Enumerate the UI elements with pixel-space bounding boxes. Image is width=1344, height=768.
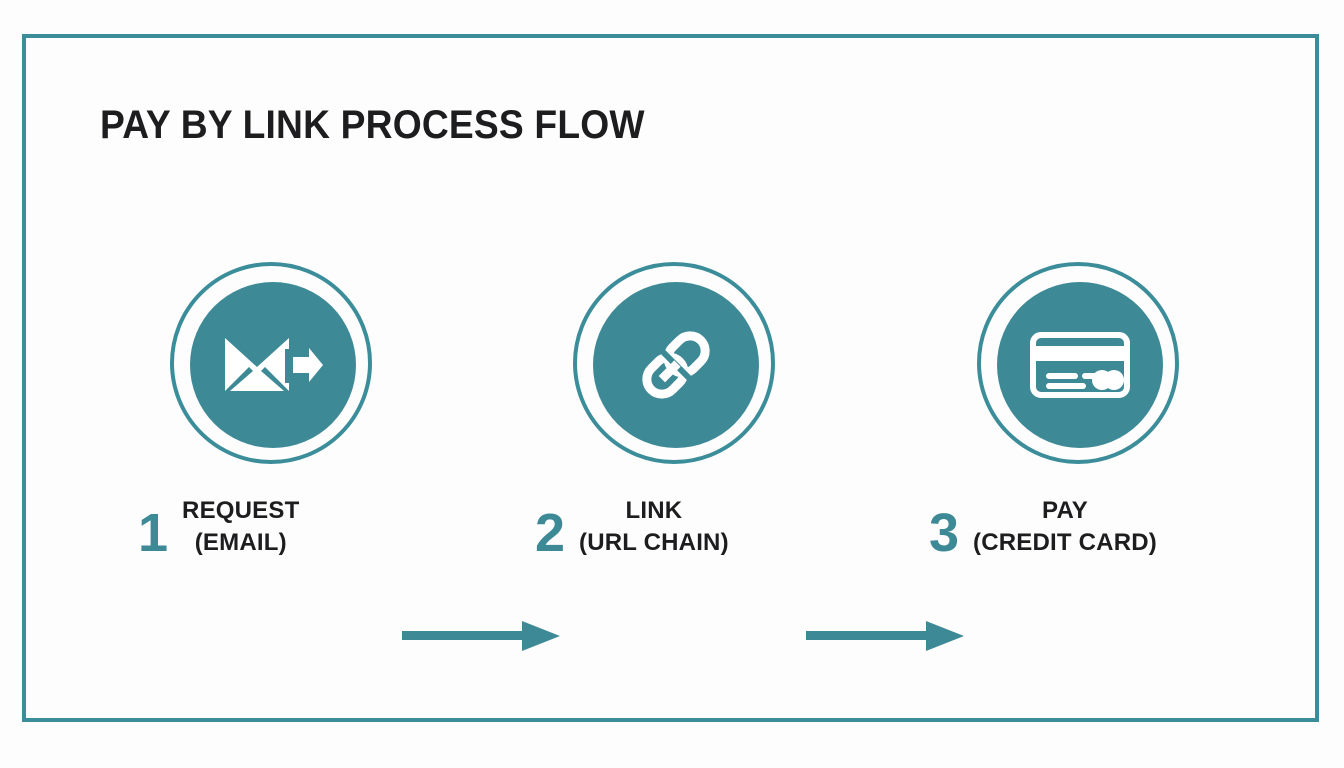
step-3-label-line1: PAY xyxy=(1042,497,1088,525)
page-title: PAY BY LINK PROCESS FLOW xyxy=(100,103,645,147)
step-2-icon-disc xyxy=(593,282,759,448)
step-3-label: PAY (CREDIT CARD) xyxy=(973,495,1157,558)
step-1-label-line1: REQUEST xyxy=(182,497,300,525)
process-step-request[interactable]: 1 REQUEST (EMAIL) xyxy=(138,262,380,582)
process-steps-row: 1 REQUEST (EMAIL) xyxy=(0,262,1344,651)
step-1-label: REQUEST (EMAIL) xyxy=(182,495,299,558)
step-1-icon-disc xyxy=(190,282,356,448)
step-3-number: 3 xyxy=(929,503,960,563)
step-2-label-line2: (URL CHAIN) xyxy=(579,529,729,556)
step-3-label-line2: (CREDIT CARD) xyxy=(973,529,1157,556)
arrow-step1-to-step2 xyxy=(402,617,560,657)
step-2-caption: 2 LINK (URL CHAIN) xyxy=(535,494,845,560)
step-3-icon-disc xyxy=(997,282,1163,448)
step-2-label-line1: LINK xyxy=(625,497,683,525)
step-1-number: 1 xyxy=(138,503,169,563)
process-step-link[interactable]: 2 LINK (URL CHAIN) xyxy=(535,262,783,582)
step-2-number: 2 xyxy=(535,503,566,563)
chain-link-icon xyxy=(633,322,719,408)
step-2-label: LINK (URL CHAIN) xyxy=(579,495,729,558)
step-1-label-line2: (EMAIL) xyxy=(194,529,287,556)
step-3-caption: 3 PAY (CREDIT CARD) xyxy=(929,494,1259,560)
step-1-caption: 1 REQUEST (EMAIL) xyxy=(138,494,438,560)
envelope-send-icon xyxy=(223,329,323,401)
step-3-circle-badge xyxy=(977,262,1179,464)
step-1-circle-badge xyxy=(170,262,372,464)
credit-card-icon xyxy=(1030,329,1130,401)
arrow-step2-to-step3 xyxy=(806,617,964,657)
step-2-circle-badge xyxy=(573,262,775,464)
process-step-pay[interactable]: 3 PAY (CREDIT CARD) xyxy=(929,262,1187,582)
